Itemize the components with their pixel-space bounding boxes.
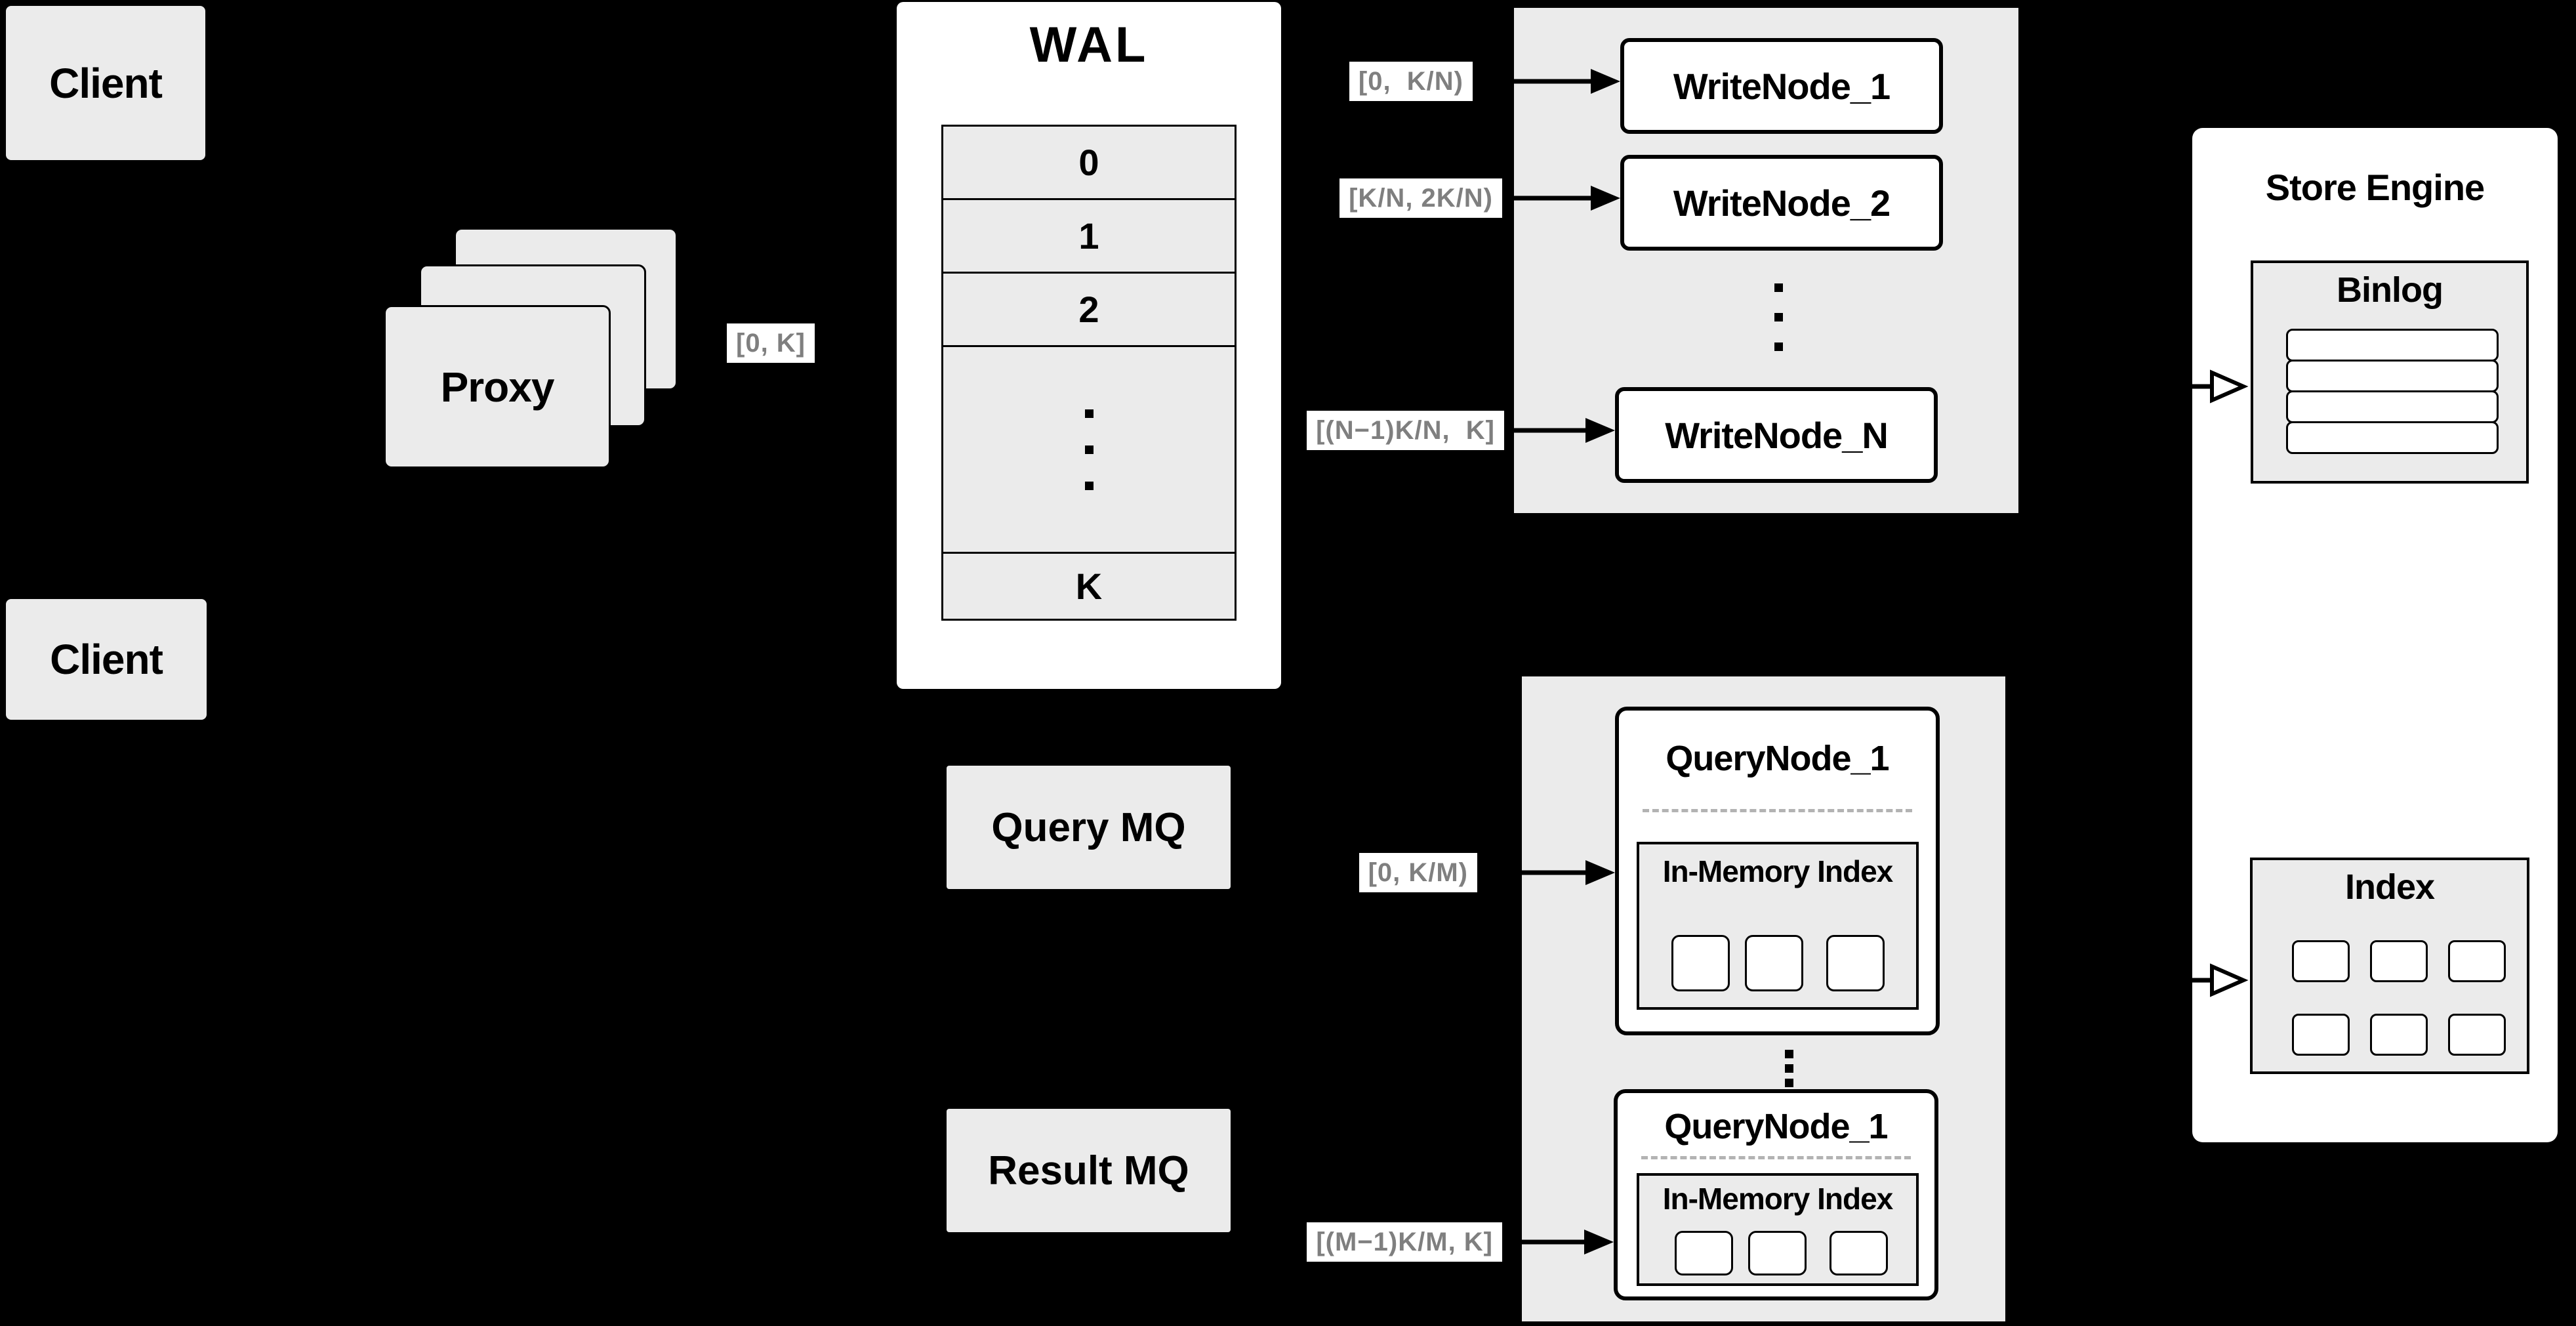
index-segment	[1675, 1231, 1733, 1275]
index-segments	[2292, 940, 2506, 1056]
query-node-top-title: QueryNode_1	[1666, 739, 1889, 778]
arrowhead-query-m	[1584, 1230, 1614, 1254]
wal-row-0: 0	[941, 125, 1237, 200]
in-memory-index-box-bottom: In-Memory Index	[1637, 1173, 1919, 1286]
client-box-top: Client	[6, 6, 205, 160]
edge-label-query-1: [0, K/M)	[1359, 853, 1477, 892]
arrowhead-binlog-hollow	[2210, 369, 2249, 404]
ellipsis-dot	[1084, 409, 1094, 418]
arrowhead-index-hollow	[2210, 963, 2249, 997]
edge-label-write-2: [K/N, 2K/N)	[1339, 178, 1502, 218]
index-segment	[2370, 1014, 2428, 1056]
index-segment	[1671, 935, 1730, 991]
ellipsis-dot	[1785, 1079, 1793, 1087]
ellipsis-dot	[1774, 342, 1783, 351]
index-segment	[1745, 935, 1803, 991]
ellipsis-dot	[1084, 445, 1094, 454]
arrowhead-write-n	[1585, 418, 1615, 443]
binlog-segments	[2253, 329, 2499, 454]
store-engine-panel: Store Engine Binlog Index	[2192, 128, 2558, 1142]
index-segment	[1826, 935, 1885, 991]
index-title: Index	[2344, 867, 2435, 907]
arrowhead-query-1	[1585, 860, 1615, 885]
edge-label-query-m: [(M−1)K/M, K]	[1307, 1222, 1502, 1262]
wal-row-2: 2	[941, 272, 1237, 347]
client-box-bottom: Client	[6, 599, 207, 720]
result-mq-box: Result MQ	[947, 1109, 1231, 1232]
query-mq-box: Query MQ	[947, 766, 1231, 889]
wal-panel: WAL 0 1 2 K	[897, 2, 1281, 689]
binlog-segment	[2286, 421, 2499, 454]
ellipsis-dot	[1774, 283, 1783, 292]
ellipsis-dot	[1774, 313, 1783, 321]
ellipsis-dot	[1785, 1050, 1793, 1058]
wal-row-1: 1	[941, 198, 1237, 274]
in-memory-index-box-top: In-Memory Index	[1637, 842, 1919, 1010]
index-segment	[1830, 1231, 1888, 1275]
binlog-title: Binlog	[2337, 270, 2443, 310]
write-node-n: WriteNode_N	[1615, 387, 1938, 483]
index-segment	[2292, 940, 2350, 982]
index-segment	[2448, 940, 2506, 982]
wal-row-ellipsis	[941, 345, 1237, 554]
in-memory-index-title: In-Memory Index	[1662, 1182, 1894, 1216]
binlog-box: Binlog	[2251, 260, 2529, 484]
index-segment	[1748, 1231, 1807, 1275]
query-node-top: QueryNode_1 In-Memory Index	[1615, 707, 1940, 1035]
proxy-box: Proxy	[384, 305, 611, 468]
store-engine-title: Store Engine	[2265, 167, 2485, 208]
dashed-separator	[1641, 1156, 1911, 1159]
index-segment	[2448, 1014, 2506, 1056]
wal-row-k: K	[941, 552, 1237, 621]
ellipsis-dot	[1785, 1064, 1793, 1073]
write-node-1: WriteNode_1	[1620, 38, 1943, 134]
wal-table: 0 1 2 K	[941, 125, 1237, 621]
index-box: Index	[2250, 858, 2529, 1074]
wal-title: WAL	[1029, 17, 1149, 73]
arrowhead-write-1	[1591, 69, 1620, 94]
index-segment	[2370, 940, 2428, 982]
ellipsis-dot	[1084, 481, 1094, 490]
edge-label-proxy-wal: [0, K]	[727, 323, 815, 363]
write-node-2: WriteNode_2	[1620, 155, 1943, 251]
query-node-bottom: QueryNode_1 In-Memory Index	[1614, 1089, 1938, 1300]
edge-label-write-1: [0, K/N)	[1349, 62, 1473, 101]
in-memory-index-title: In-Memory Index	[1662, 854, 1894, 888]
dashed-separator	[1643, 809, 1912, 812]
query-node-bottom-title: QueryNode_1	[1664, 1107, 1888, 1146]
arrowhead-write-2	[1591, 186, 1620, 211]
edge-label-write-n: [(N−1)K/N, K]	[1307, 411, 1504, 450]
index-segment	[2292, 1014, 2350, 1056]
